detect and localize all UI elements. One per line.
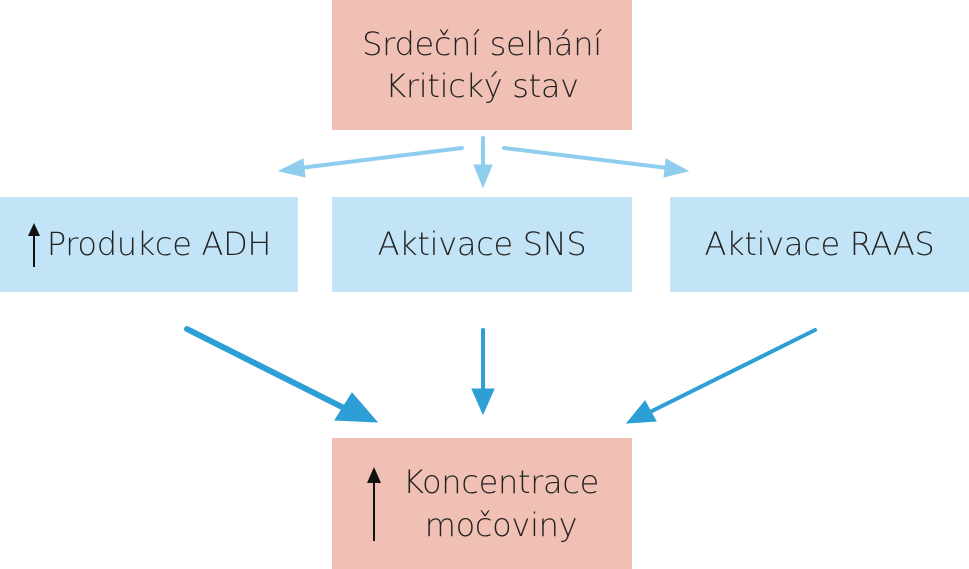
up-arrow-icon bbox=[27, 222, 40, 267]
arrow-sns-to-bottom bbox=[471, 328, 495, 416]
adh-production-label: Produkce ADH bbox=[46, 225, 272, 264]
sns-activation-box: Aktivace SNS bbox=[332, 197, 632, 292]
urea-label: močoviny bbox=[424, 505, 578, 544]
critical-state-label: Kritický stav bbox=[385, 67, 579, 105]
heart-failure-box: Srdeční selhání Kritický stav bbox=[332, 0, 632, 130]
sns-activation-label: Aktivace SNS bbox=[377, 225, 587, 264]
arrow-adh-to-bottom bbox=[184, 326, 379, 423]
arrow-top-to-raas bbox=[502, 146, 690, 178]
heart-failure-label: Srdeční selhání bbox=[362, 24, 602, 63]
raas-activation-label: Aktivace RAAS bbox=[704, 225, 935, 264]
arrow-raas-to-bottom bbox=[625, 328, 817, 424]
concentration-label: Koncentrace bbox=[402, 463, 600, 502]
urea-concentration-box: Koncentrace močoviny bbox=[332, 438, 632, 569]
arrow-top-to-sns bbox=[473, 136, 493, 189]
raas-activation-box: Aktivace RAAS bbox=[670, 197, 969, 292]
up-arrow-icon bbox=[366, 466, 381, 541]
arrow-top-to-adh bbox=[277, 146, 464, 178]
adh-production-box: Produkce ADH bbox=[0, 197, 298, 292]
